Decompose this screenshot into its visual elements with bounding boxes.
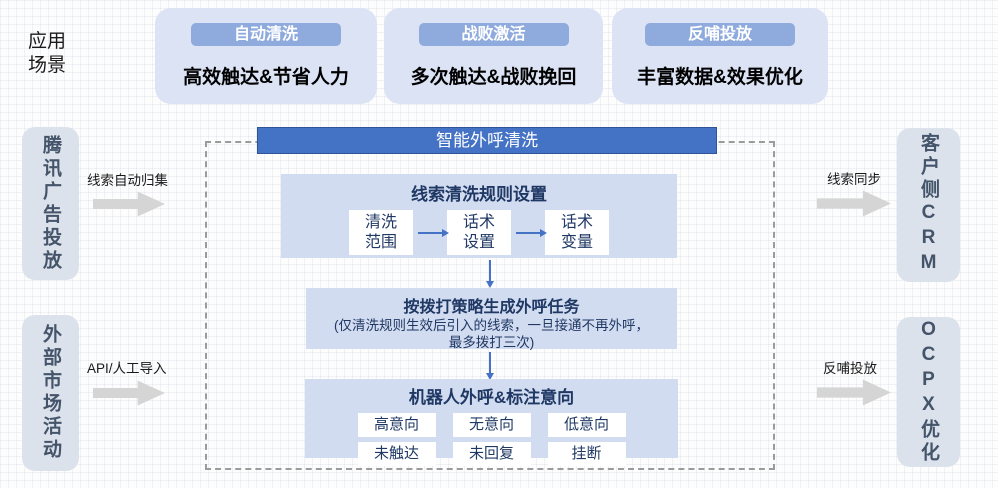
intent-tag-row: 未触达 未回复 挂断 [305,442,678,466]
step-title: 按拨打策略生成外呼任务 [403,299,580,316]
tag-no-reply: 未回复 [452,442,531,466]
step-robot-call: 机器人外呼&标注意向 高意向 无意向 低意向 未触达 未回复 挂断 [305,379,678,466]
step-title: 线索清洗规则设置 [411,185,547,204]
flow-label-lead-collection: 线索自动归集 [87,173,168,188]
flow-label-lead-sync: 线索同步 [827,172,881,187]
source-box-label: 外部市场活动 [40,324,61,462]
card-badge: 自动清洗 [191,23,341,46]
tag-hangup: 挂断 [547,442,626,466]
flow-item-line: 设置 [462,233,495,251]
card-feedback-delivery: 反哺投放 丰富数据&效果优化 [612,8,828,104]
step-task-generation: 按拨打策略生成外呼任务 (仅清洗规则生效后引入的线索，一旦接通不再外呼， 最多拨… [306,288,677,350]
flow-item-line: 话术 [560,213,593,231]
source-box-tencent-ads: 腾讯广告投放 [22,127,79,280]
flow-arrow-right-icon [817,379,891,406]
step-note-line-2: 最多拨打三次) [448,335,535,350]
tag-low-intent: 低意向 [547,413,626,437]
flow-label-feedback: 反哺投放 [823,361,877,376]
flow-item-script-setting: 话术 设置 [447,210,511,255]
step-rule-setting: 线索清洗规则设置 清洗 范围 话术 设置 话术 变量 [281,174,677,258]
card-title: 多次触达&战败挽回 [410,67,577,88]
arrow-right-icon [516,228,547,237]
scene-label: 应用 场景 [28,30,66,78]
flow-item-script-variable: 话术 变量 [545,210,609,255]
source-box-label: 腾讯广告投放 [40,134,61,273]
rule-flow-row: 清洗 范围 话术 设置 话术 变量 [281,210,677,255]
card-badge: 战败激活 [418,23,569,46]
intent-tag-row: 高意向 无意向 低意向 [305,413,678,437]
flow-item-line: 清洗 [364,213,397,231]
target-box-label: OCPX优化 [918,319,939,465]
tag-not-reached: 未触达 [357,442,436,466]
tag-no-intent: 无意向 [452,413,531,437]
flow-arrow-right-icon [93,191,165,217]
source-box-external-market: 外部市场活动 [22,315,79,471]
arrow-right-icon [418,228,449,237]
flow-item-line: 范围 [364,233,397,251]
card-title: 高效触达&节省人力 [183,67,349,88]
scene-label-line-2: 场景 [28,55,67,76]
arrow-down-icon [486,260,494,288]
flow-arrow-right-icon [93,380,165,406]
process-title-bar: 智能外呼清洗 [257,127,717,154]
step-note-line-1: (仅清洗规则生效后引入的线索，一旦接通不再外呼， [334,318,649,333]
target-box-ocpx: OCPX优化 [897,317,960,467]
flow-label-api-import: API/人工导入 [87,361,167,376]
arrow-down-icon [486,352,494,380]
target-box-label: 客户侧CRM [918,133,939,277]
step-title: 机器人外呼&标注意向 [408,388,575,407]
tag-high-intent: 高意向 [357,413,436,437]
card-title: 丰富数据&效果优化 [637,67,803,88]
flow-item-line: 变量 [560,233,593,251]
flow-arrow-right-icon [817,190,891,217]
card-badge: 反哺投放 [645,23,795,46]
flow-item-line: 话术 [462,213,495,231]
card-defeat-activation: 战败激活 多次触达&战败挽回 [384,8,603,104]
card-auto-clean: 自动清洗 高效触达&节省人力 [155,8,377,104]
flow-item-clean-scope: 清洗 范围 [349,210,413,255]
scene-label-line-1: 应用 [28,31,67,52]
target-box-crm: 客户侧CRM [897,128,960,282]
